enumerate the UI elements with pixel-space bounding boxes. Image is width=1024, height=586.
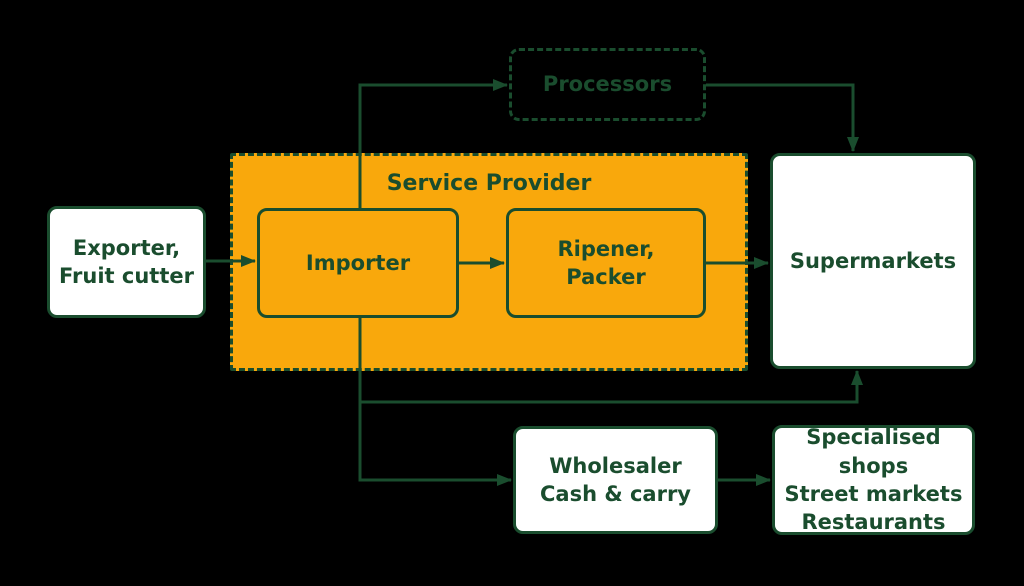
node-specialised-shops: Specialised shops Street markets Restaur… xyxy=(772,425,975,535)
service-provider-title: Service Provider xyxy=(386,171,592,196)
node-importer: Importer xyxy=(257,208,459,318)
node-ripener-label: Ripener, Packer xyxy=(557,236,655,289)
arrow-processors-to-supermarkets xyxy=(706,83,859,152)
node-supermarkets-label: Supermarkets xyxy=(789,248,957,273)
node-importer-label: Importer xyxy=(305,250,411,275)
node-wholesaler-label: Wholesaler Cash & carry xyxy=(540,453,691,506)
node-processors-label: Processors xyxy=(542,72,673,97)
node-processors: Processors xyxy=(509,48,706,121)
node-wholesaler-cash-carry: Wholesaler Cash & carry xyxy=(513,426,718,534)
node-exporter-label: Exporter, Fruit cutter xyxy=(59,235,194,288)
node-supermarkets: Supermarkets xyxy=(770,153,976,369)
node-exporter-fruit-cutter: Exporter, Fruit cutter xyxy=(47,206,206,318)
node-specialised-label: Specialised shops Street markets Restaur… xyxy=(784,425,963,535)
arrow-importer-to-supermarkets-bypass xyxy=(360,370,863,404)
node-ripener-packer: Ripener, Packer xyxy=(506,208,706,318)
